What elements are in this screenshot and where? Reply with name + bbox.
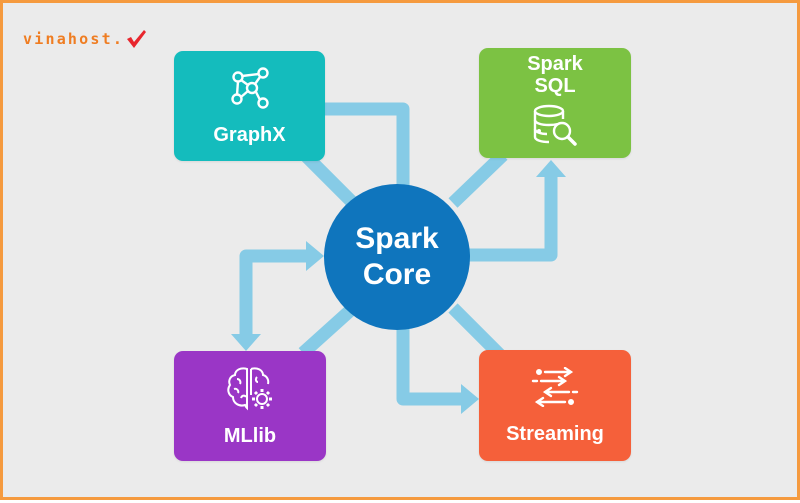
module-streaming: Streaming [479, 350, 631, 461]
core-label-line1: Spark [355, 222, 439, 255]
arrow-head-streaming [461, 384, 479, 414]
vinahost-logo: vinahost. [23, 29, 147, 49]
module-spark-sql: Spark SQL [479, 48, 631, 158]
brain-gear-icon [227, 367, 272, 411]
arrow-head-sparksql [536, 160, 566, 177]
graph-network-icon [230, 67, 269, 109]
connector-sparksql-diagonal [448, 150, 508, 208]
connector-core-to-sparksql [468, 175, 558, 262]
core-label-line2: Core [362, 258, 432, 291]
module-label-line1: Spark [527, 53, 583, 75]
connectors [231, 102, 566, 414]
connector-core-to-streaming [396, 325, 463, 406]
arrow-head-core-from-mllib [306, 241, 324, 271]
connector-graphx-elbow [325, 102, 410, 188]
connector-graphx-diagonal [298, 148, 358, 208]
module-graphx: GraphX [174, 51, 325, 161]
logo-text: vinahost. [23, 30, 125, 48]
arrow-head-mllib [231, 334, 261, 351]
module-label: GraphX [213, 124, 286, 146]
connector-mllib-core [239, 249, 308, 336]
connector-mllib-diagonal [298, 303, 358, 358]
database-search-icon [533, 104, 577, 146]
module-mllib: MLlib [174, 351, 326, 461]
connector-streaming-diagonal [448, 303, 508, 363]
module-label: MLlib [223, 425, 277, 447]
checkmark-icon [127, 30, 147, 48]
data-stream-arrows-icon [531, 366, 579, 407]
module-label-line2: SQL [534, 75, 576, 97]
spark-core-hub: Spark Core [324, 184, 470, 330]
module-label: Streaming [506, 422, 604, 445]
